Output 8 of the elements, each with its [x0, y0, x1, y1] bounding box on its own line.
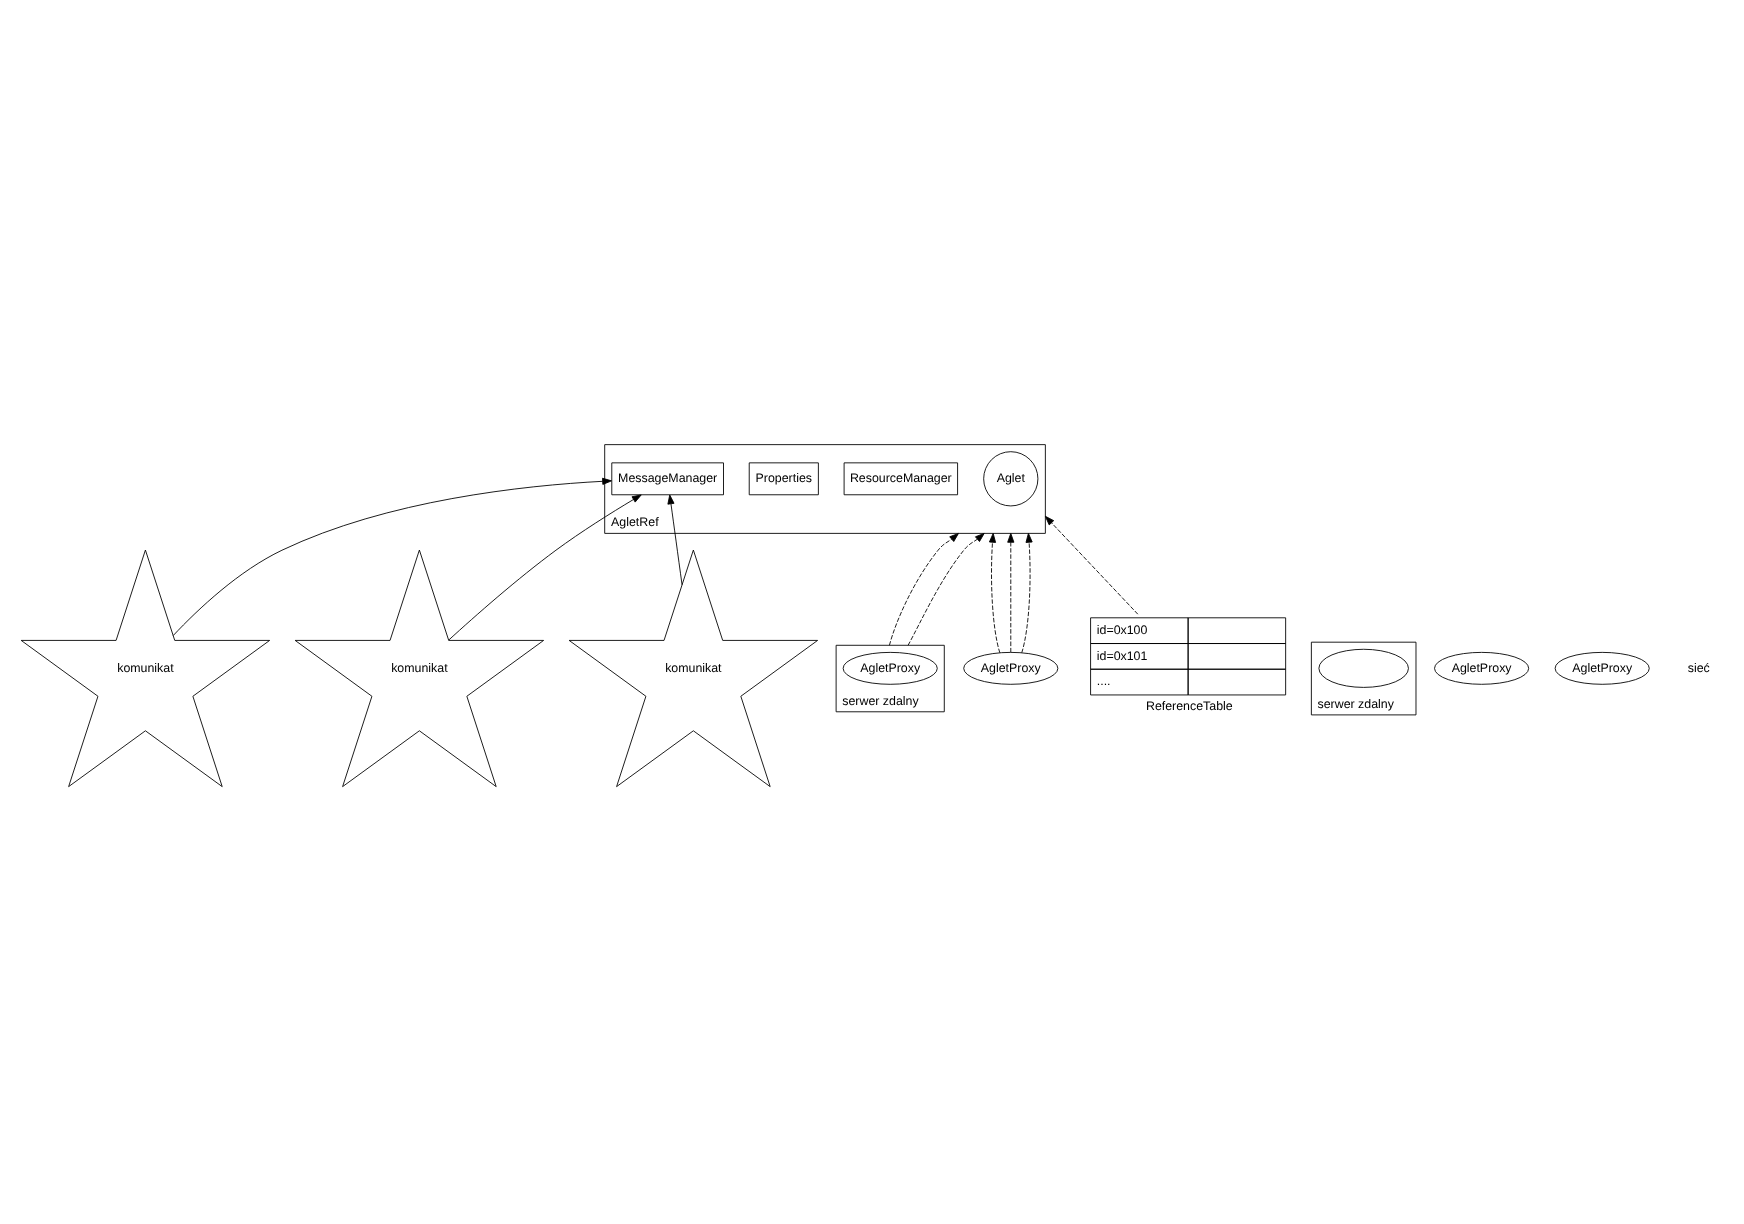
node-ellipse	[1318, 648, 1409, 688]
arrow	[1021, 532, 1033, 654]
arrow	[907, 532, 985, 646]
arrow	[667, 494, 683, 586]
arrow	[1007, 532, 1015, 653]
arrow	[888, 532, 959, 646]
arrow	[1044, 515, 1139, 615]
arrow	[988, 532, 1001, 654]
